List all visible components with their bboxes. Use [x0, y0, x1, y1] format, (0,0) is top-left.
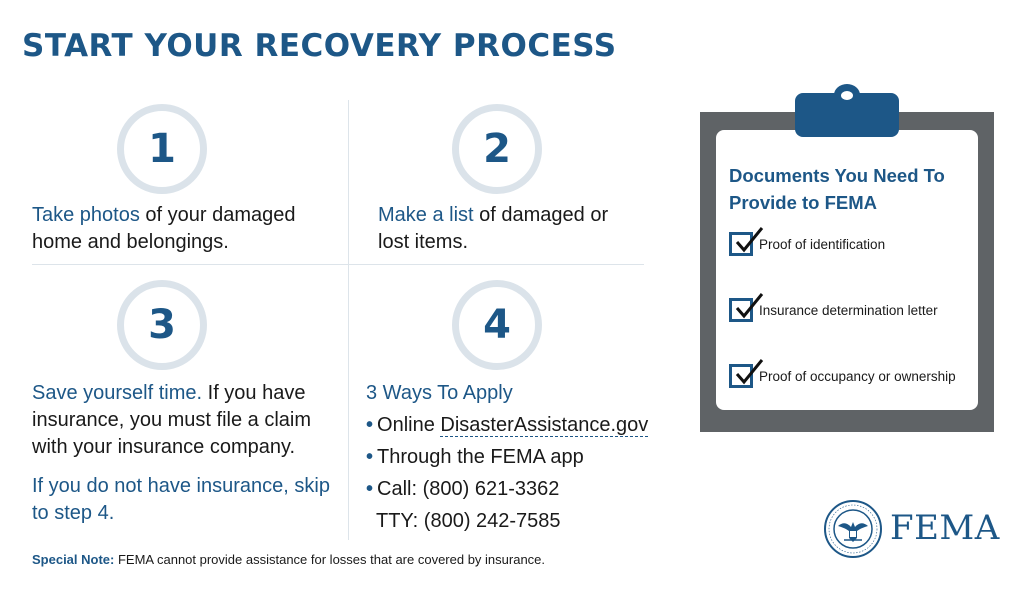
special-note-text: FEMA cannot provide assistance for losse…	[114, 552, 546, 567]
step-4-number: 4	[452, 280, 542, 370]
bullet: •	[366, 446, 374, 468]
bullet: •	[366, 414, 374, 436]
apply-call-text: Call: (800) 621-3362	[377, 478, 560, 500]
apply-ways-list: •Online DisasterAssistance.gov •Through …	[366, 411, 676, 535]
clipboard-hole	[841, 91, 853, 100]
apply-app: •Through the FEMA app	[366, 443, 676, 471]
step-2-text: Make a list of damaged or lost items.	[378, 202, 628, 256]
step-1-number: 1	[117, 104, 207, 194]
document-label: Proof of identification	[759, 236, 886, 252]
step-1-highlight: Take photos	[32, 204, 140, 226]
horizontal-divider	[32, 264, 644, 265]
apply-tty: TTY: (800) 242-7585	[376, 510, 561, 532]
step-4-heading: 3 Ways To Apply	[366, 382, 513, 404]
apply-call: •Call: (800) 621-3362	[366, 475, 676, 503]
dhs-seal-icon	[824, 500, 882, 558]
checkmark-icon	[729, 227, 764, 256]
step-3-text: Save yourself time. If you have insuranc…	[32, 380, 332, 527]
apply-app-text: Through the FEMA app	[377, 446, 584, 468]
document-item: Insurance determination letter	[729, 293, 938, 322]
step-2-highlight: Make a list	[378, 204, 474, 226]
step-2-number: 2	[452, 104, 542, 194]
step-1-text: Take photos of your damaged home and bel…	[32, 202, 332, 256]
step-3-number: 3	[117, 280, 207, 370]
step-4-text: 3 Ways To Apply •Online DisasterAssistan…	[366, 380, 676, 535]
document-label: Insurance determination letter	[759, 302, 938, 318]
bullet: •	[366, 478, 374, 500]
documents-heading: Documents You Need To Provide to FEMA	[729, 165, 945, 213]
fema-logo: FEMA	[890, 508, 1000, 548]
step-3-no-insurance: If you do not have insurance, skip to st…	[32, 475, 330, 524]
step-3-body: If you have insurance, you must file a c…	[32, 382, 312, 458]
step-3-highlight: Save yourself time.	[32, 382, 203, 404]
special-note-label: Special Note:	[32, 552, 115, 567]
special-note: Special Note: FEMA cannot provide assist…	[32, 552, 545, 567]
document-item: Proof of identification	[729, 227, 886, 256]
page-title: START YOUR RECOVERY PROCESS	[22, 28, 617, 64]
checkmark-icon	[729, 359, 764, 388]
clipboard-clip	[795, 93, 899, 137]
step-1-body: of your damaged home and belongings.	[32, 204, 296, 253]
step-2-body: of damaged or lost items.	[378, 204, 609, 253]
apply-online-prefix: Online	[377, 414, 441, 436]
vertical-divider	[348, 100, 349, 540]
checkmark-icon	[729, 293, 764, 322]
disaster-assistance-link[interactable]: DisasterAssistance.gov	[440, 414, 649, 437]
apply-online: •Online DisasterAssistance.gov	[366, 411, 676, 439]
document-label: Proof of occupancy or ownership	[759, 368, 956, 384]
document-item: Proof of occupancy or ownership	[729, 359, 956, 388]
